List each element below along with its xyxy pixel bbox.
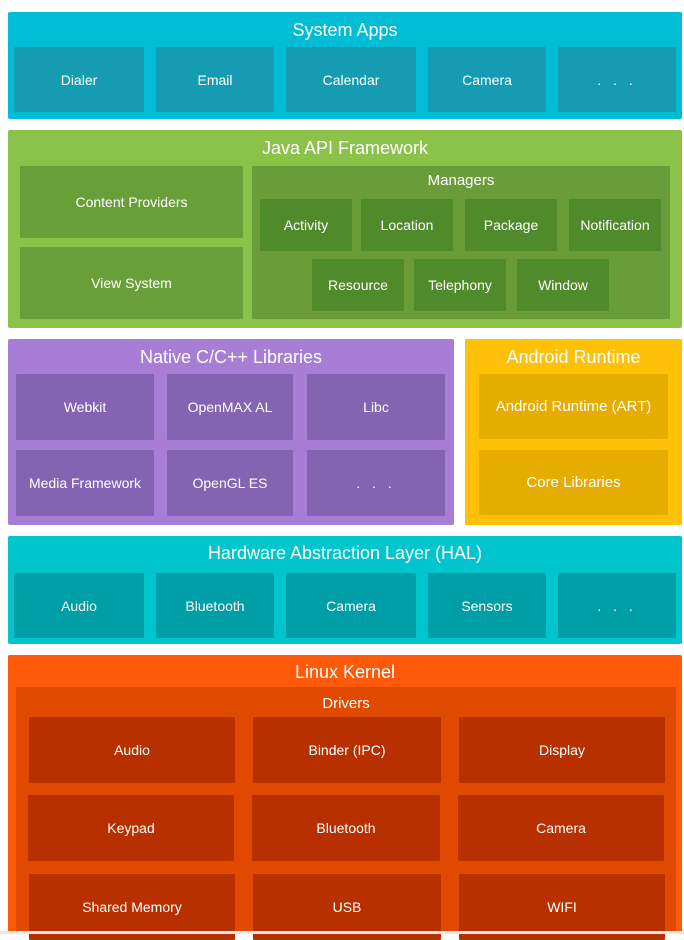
- art-box: Android Runtime (ART): [479, 374, 668, 439]
- manager-activity: Activity: [260, 199, 352, 251]
- driver-shared-memory: Shared Memory: [29, 874, 235, 940]
- android-runtime-title: Android Runtime: [506, 347, 641, 367]
- lib-libc: Libc: [307, 374, 445, 440]
- linux-kernel-title: Linux Kernel: [294, 662, 396, 682]
- lib-more: . . .: [307, 450, 445, 516]
- driver-audio: Audio: [29, 717, 235, 783]
- manager-package: Package: [465, 199, 557, 251]
- view-system-box: View System: [20, 247, 243, 319]
- native-libraries-title: Native C/C++ Libraries: [139, 347, 323, 367]
- lib-webkit: Webkit: [16, 374, 154, 440]
- android-runtime-layer: Android Runtime Android Runtime (ART) Co…: [465, 339, 682, 525]
- manager-location: Location: [361, 199, 453, 251]
- core-libraries-box: Core Libraries: [479, 450, 668, 515]
- app-email: Email: [156, 47, 274, 112]
- hal-camera: Camera: [286, 573, 416, 638]
- java-api-framework-layer: Java API Framework Content Providers Vie…: [8, 130, 682, 328]
- system-apps-layer: System Apps Dialer Email Calendar Camera…: [8, 12, 682, 119]
- hal-more: . . .: [558, 573, 676, 638]
- app-calendar: Calendar: [286, 47, 416, 112]
- driver-keypad: Keypad: [28, 795, 234, 861]
- manager-notification: Notification: [569, 199, 661, 251]
- drivers-title: Drivers: [322, 695, 370, 712]
- driver-usb: USB: [253, 874, 441, 940]
- lib-openmax-al: OpenMAX AL: [167, 374, 293, 440]
- managers-panel: Managers Activity Location Package Notif…: [252, 166, 670, 319]
- lib-media-framework: Media Framework: [16, 450, 154, 516]
- native-libraries-layer: Native C/C++ Libraries Webkit OpenMAX AL…: [8, 339, 454, 525]
- content-providers-box: Content Providers: [20, 166, 243, 238]
- hal-audio: Audio: [14, 573, 144, 638]
- app-dialer: Dialer: [14, 47, 144, 112]
- driver-camera: Camera: [458, 795, 664, 861]
- driver-wifi: WIFI: [459, 874, 665, 940]
- driver-bluetooth: Bluetooth: [252, 795, 440, 861]
- bottom-divider: [0, 931, 684, 934]
- driver-binder-ipc: Binder (IPC): [253, 717, 441, 783]
- manager-resource: Resource: [312, 259, 404, 311]
- java-api-title: Java API Framework: [261, 138, 429, 158]
- app-camera: Camera: [428, 47, 546, 112]
- driver-display: Display: [459, 717, 665, 783]
- system-apps-title: System Apps: [292, 20, 398, 40]
- drivers-panel: Drivers Audio Binder (IPC) Display Keypa…: [16, 687, 676, 940]
- hal-layer: Hardware Abstraction Layer (HAL) Audio B…: [8, 536, 682, 644]
- manager-telephony: Telephony: [414, 259, 506, 311]
- hal-bluetooth: Bluetooth: [156, 573, 274, 638]
- app-more: . . .: [558, 47, 676, 112]
- lib-opengl-es: OpenGL ES: [167, 450, 293, 516]
- linux-kernel-layer: Linux Kernel Drivers Audio Binder (IPC) …: [8, 655, 682, 940]
- managers-title: Managers: [427, 172, 495, 189]
- hal-title: Hardware Abstraction Layer (HAL): [207, 543, 483, 563]
- manager-window: Window: [517, 259, 609, 311]
- hal-sensors: Sensors: [428, 573, 546, 638]
